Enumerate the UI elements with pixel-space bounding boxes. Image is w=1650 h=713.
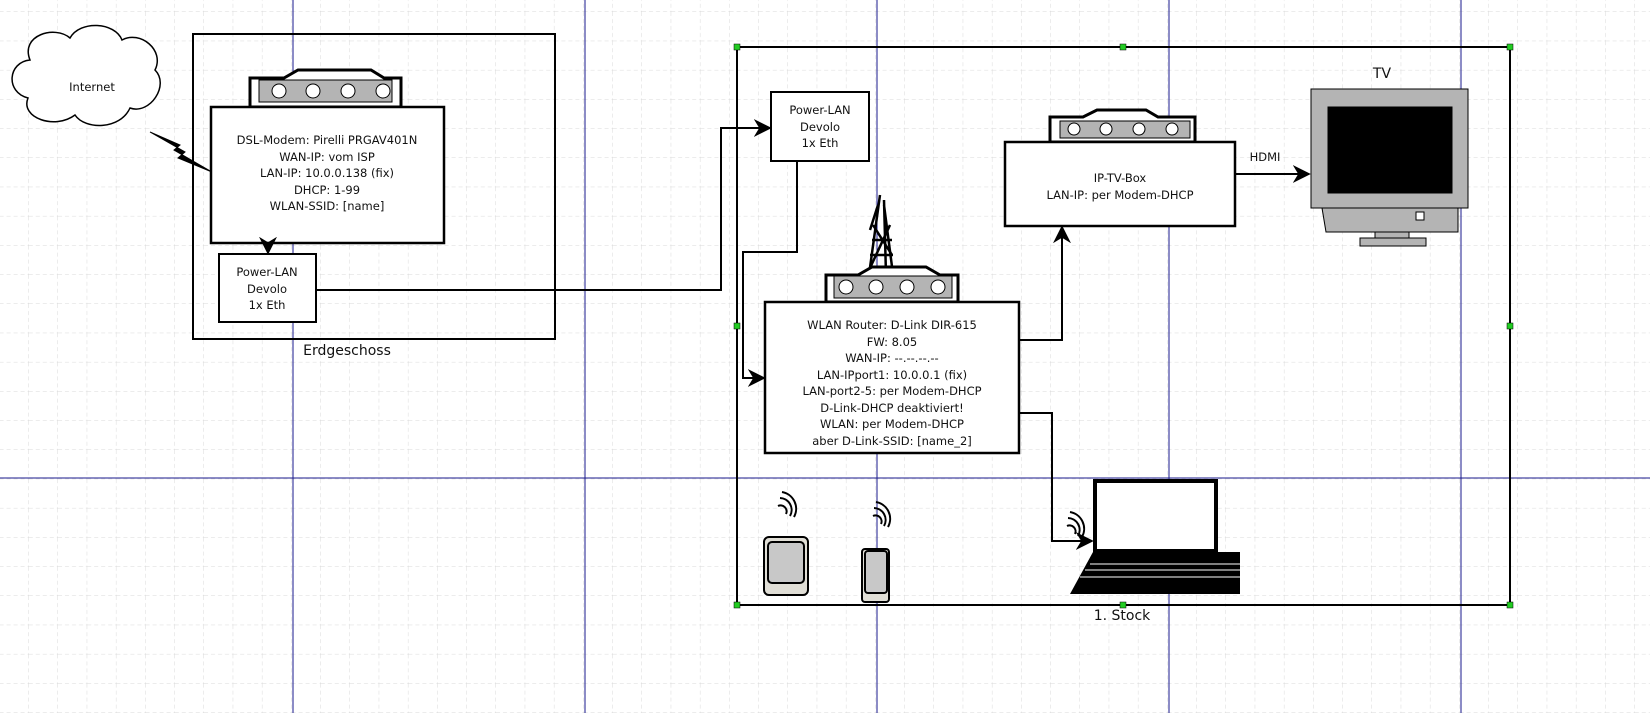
router-line: WAN-IP: --.--.--.-- bbox=[845, 351, 939, 365]
iptv-line: IP-TV-Box bbox=[1093, 171, 1147, 185]
router-line: aber D-Link-SSID: [name_2] bbox=[812, 433, 972, 448]
powerlan-ground-box[interactable] bbox=[218, 253, 317, 323]
powerlan-line: Power-LAN bbox=[789, 103, 851, 117]
powerlan-line: Devolo bbox=[246, 281, 288, 296]
router-text: WLAN Router: D-Link DIR-615 FW: 8.05 WAN… bbox=[802, 317, 981, 449]
router-line: LAN-port2-5: per Modem-DHCP bbox=[802, 384, 982, 398]
laptop-icon[interactable] bbox=[1070, 479, 1240, 594]
powerlan-line: 1x Eth bbox=[248, 298, 286, 312]
powerlan-first-box[interactable] bbox=[770, 91, 870, 162]
iptv-device-icon bbox=[1048, 108, 1197, 144]
router-line: D-Link-DHCP deaktiviert! bbox=[820, 400, 964, 415]
internet-label: Internet bbox=[69, 80, 115, 94]
stock-label: 1. Stock bbox=[1093, 608, 1151, 624]
tv-label: TV bbox=[1372, 66, 1392, 82]
router-device-icon bbox=[824, 265, 960, 304]
tablet-icon[interactable] bbox=[763, 536, 809, 596]
erdgeschoss-label: Erdgeschoss bbox=[303, 343, 391, 359]
modem-text: DSL-Modem: Pirelli PRGAV401N WAN-IP: vom… bbox=[237, 132, 418, 215]
connector bbox=[742, 161, 798, 387]
internet-cloud-icon[interactable] bbox=[11, 24, 161, 127]
modem-device-icon bbox=[248, 68, 403, 109]
powerlan-first-text: Power-LAN Devolo 1x Eth bbox=[789, 102, 850, 152]
modem-line: WLAN-SSID: [name] bbox=[269, 199, 385, 213]
router-line: LAN-IPport1: 10.0.0.1 (fix) bbox=[816, 367, 968, 382]
router-line: WLAN Router: D-Link DIR-615 bbox=[807, 318, 977, 332]
tv-icon[interactable] bbox=[1310, 88, 1469, 247]
router-line: FW: 8.05 bbox=[866, 334, 918, 349]
erdgeschoss-frame[interactable] bbox=[192, 33, 556, 340]
selection-handles[interactable] bbox=[733, 43, 1514, 609]
modem-line: DSL-Modem: Pirelli PRGAV401N bbox=[236, 133, 418, 147]
phone-icon[interactable] bbox=[861, 548, 890, 603]
modem-box[interactable] bbox=[209, 105, 446, 245]
iptv-box[interactable] bbox=[1003, 140, 1237, 228]
router-box[interactable] bbox=[763, 300, 1021, 455]
powerlan-line: Devolo bbox=[799, 119, 841, 134]
iptv-text: IP-TV-Box LAN-IP: per Modem-DHCP bbox=[1046, 170, 1193, 203]
connector bbox=[1019, 412, 1094, 550]
connector bbox=[1019, 225, 1071, 341]
router-line: WLAN: per Modem-DHCP bbox=[820, 417, 964, 431]
modem-line: LAN-IP: 10.0.0.138 (fix) bbox=[259, 166, 395, 180]
powerlan-line: Power-LAN bbox=[236, 265, 298, 279]
wifi-icons bbox=[777, 491, 1086, 538]
connector bbox=[316, 119, 772, 291]
hdmi-label: HDMI bbox=[1249, 150, 1281, 164]
iptv-line: LAN-IP: per Modem-DHCP bbox=[1046, 187, 1194, 202]
modem-line: WAN-IP: vom ISP bbox=[279, 149, 375, 164]
modem-line: DHCP: 1-99 bbox=[293, 182, 361, 197]
powerlan-line: 1x Eth bbox=[801, 136, 839, 150]
powerlan-ground-text: Power-LAN Devolo 1x Eth bbox=[236, 264, 297, 314]
